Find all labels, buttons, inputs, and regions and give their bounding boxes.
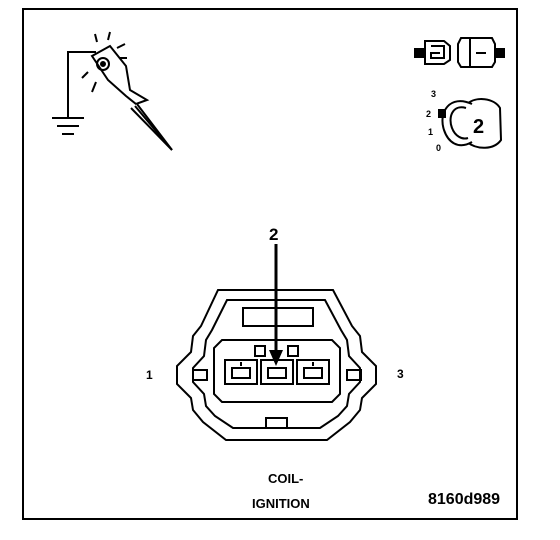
terminal-3 [296, 359, 330, 385]
left-pin-label: 1 [146, 368, 153, 382]
ground-symbol-icon [52, 117, 84, 135]
ignition-key-icon [438, 98, 503, 149]
terminal-pointer-arrow [269, 244, 283, 366]
test-light-probe-icon [52, 31, 173, 151]
connector-face [176, 289, 377, 441]
switch-position-3: 3 [431, 89, 436, 99]
diagram-frame [22, 8, 518, 520]
right-pin-label: 3 [397, 367, 404, 381]
figure-code: 8160d989 [428, 491, 500, 508]
terminal-1 [224, 359, 258, 385]
switch-position-1: 1 [428, 127, 433, 137]
switch-position-0: 0 [436, 143, 441, 153]
switch-selected-position: 2 [473, 116, 484, 138]
connector-name-line1: COIL- [268, 471, 303, 486]
connector-name-line2: IGNITION [252, 496, 310, 511]
disconnected-connector-icon [414, 37, 505, 68]
switch-position-2: 2 [426, 109, 431, 119]
pointer-label: 2 [269, 225, 278, 244]
